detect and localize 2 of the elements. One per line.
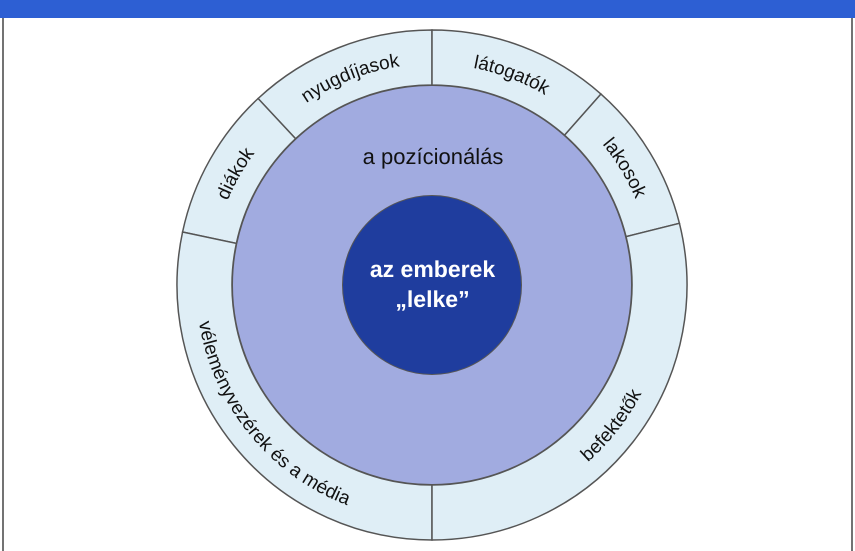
core-label: az emberek „lelke” <box>368 254 496 314</box>
circle-label: a pozícionálás <box>362 144 504 170</box>
